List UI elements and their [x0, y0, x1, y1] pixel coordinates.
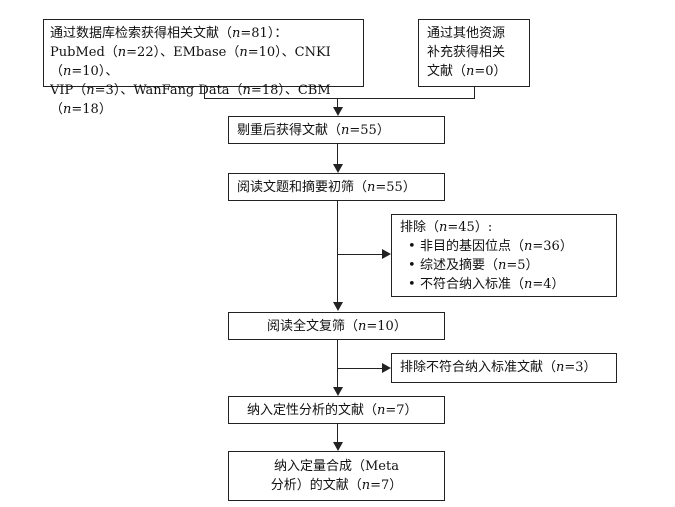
screen-title-abstract-box: 阅读文题和摘要初筛（n=55）	[228, 173, 445, 201]
connector-fulltext-down	[337, 340, 339, 389]
exclude-1-header: 排除（n=45）:	[400, 220, 493, 235]
exclude-2-box: 排除不符合纳入标准文献（n=3）	[391, 353, 617, 383]
arrow-to-exclude-1	[382, 249, 391, 259]
arrow-to-fulltext	[333, 302, 343, 311]
connector-screen-down	[337, 201, 339, 304]
other-sources-box: 通过其他资源 补充获得相关 文献（n=0）	[418, 19, 530, 87]
connector-to-exclude-1	[337, 254, 383, 256]
other-sources-line-2: 补充获得相关	[427, 45, 506, 60]
exclude-1-item-2: 综述及摘要（n=5）	[400, 256, 608, 275]
dedup-box: 剔重后获得文献（n=55）	[228, 116, 445, 144]
exclude-1-item-3: 不符合纳入标准（n=4）	[400, 275, 608, 294]
database-search-line-2: PubMed（n=22）、EMbase（n=10）、CNKI（n=10）、	[50, 45, 331, 79]
fulltext-label: 阅读全文复筛（n=10）	[267, 319, 407, 334]
quantitative-line-2: 分析）的文献（n=7）	[270, 478, 403, 493]
quantitative-line-1: 纳入定量合成（Meta	[274, 459, 399, 474]
other-sources-line-1: 通过其他资源	[427, 26, 506, 41]
arrow-to-exclude-2	[382, 363, 391, 373]
other-sources-line-3: 文献（n=0）	[427, 64, 507, 79]
connector-to-exclude-2	[337, 368, 383, 370]
quantitative-box: 纳入定量合成（Meta 分析）的文献（n=7）	[228, 451, 445, 501]
exclude-1-list: 非目的基因位点（n=36） 综述及摘要（n=5） 不符合纳入标准（n=4）	[400, 237, 608, 294]
connector-right-down	[474, 87, 476, 99]
connector-horizontal-merge	[204, 98, 475, 100]
exclude-2-label: 排除不符合纳入标准文献（n=3）	[400, 360, 597, 375]
exclude-1-box: 排除（n=45）: 非目的基因位点（n=36） 综述及摘要（n=5） 不符合纳入…	[391, 214, 617, 297]
arrow-to-qualitative	[333, 387, 343, 396]
exclude-1-item-1: 非目的基因位点（n=36）	[400, 237, 608, 256]
screen-title-abstract-label: 阅读文题和摘要初筛（n=55）	[237, 180, 416, 195]
qualitative-label: 纳入定性分析的文献（n=7）	[247, 403, 418, 418]
arrow-to-screen	[333, 164, 343, 173]
connector-dedup-down	[337, 144, 339, 166]
connector-merge-down	[337, 98, 339, 108]
dedup-label: 剔重后获得文献（n=55）	[237, 123, 390, 138]
connector-qualitative-down	[337, 424, 339, 444]
qualitative-box: 纳入定性分析的文献（n=7）	[228, 396, 445, 424]
database-search-line-3: VIP（n=3）、WanFang Data（n=18）、CBM（n=18）	[50, 83, 331, 117]
fulltext-box: 阅读全文复筛（n=10）	[228, 312, 445, 340]
database-search-line-1: 通过数据库检索获得相关文献（n=81）：	[50, 26, 288, 41]
connector-left-down	[204, 87, 206, 99]
arrow-to-quantitative	[333, 442, 343, 451]
database-search-box: 通过数据库检索获得相关文献（n=81）： PubMed（n=22）、EMbase…	[43, 19, 364, 117]
arrow-to-dedup	[333, 107, 343, 116]
